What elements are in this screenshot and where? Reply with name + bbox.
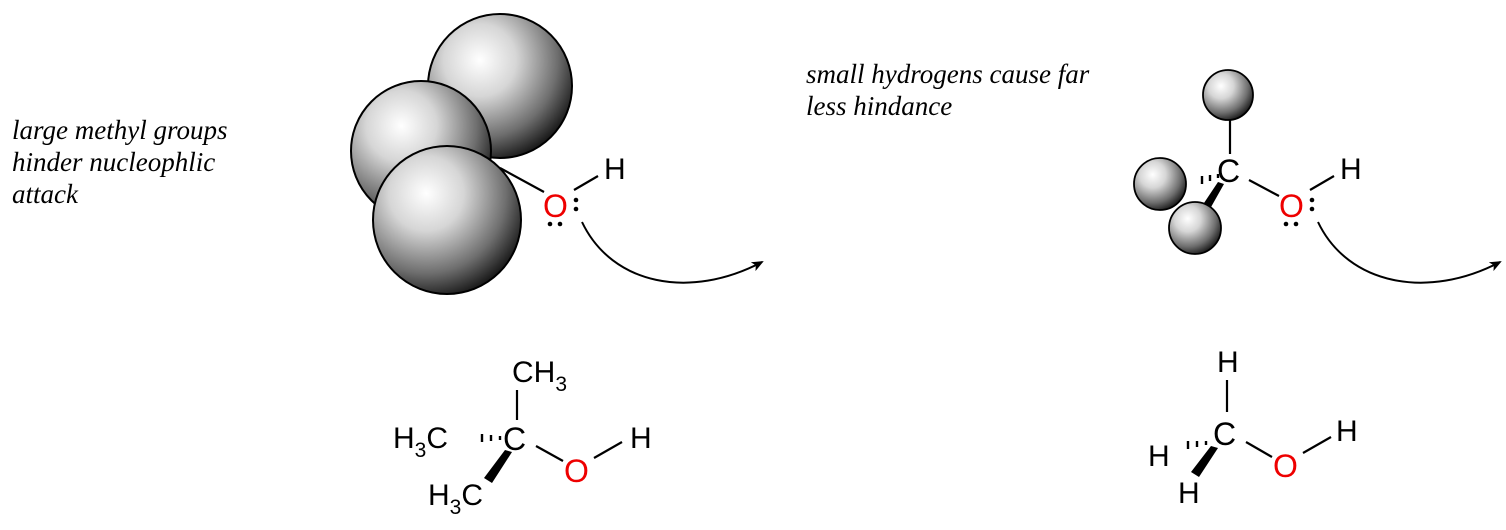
left-attack-arrow [581, 221, 764, 284]
lone-pair-dot [557, 221, 563, 227]
right-skeletal-structure: H C H H O H [1148, 346, 1358, 510]
lone-pair-dot [1309, 197, 1315, 203]
left-caption-line-2: hinder nucleophlic [12, 147, 216, 177]
methyl-ball-front [372, 145, 522, 295]
lone-pair-dot [547, 221, 553, 227]
left-caption-line-1: large methyl groups [12, 115, 228, 145]
right-skeletal-oxygen: O [1273, 448, 1298, 484]
hydrogen-ball-bottom [1168, 201, 1222, 255]
right-caption-line-1: small hydrogens cause far [806, 59, 1090, 89]
right-ball-and-stick-model: C O H [1133, 69, 1502, 284]
lone-pair-dot [1293, 221, 1299, 227]
left-skeletal-wedge-bond [484, 450, 512, 483]
lone-pair-dot [573, 206, 579, 212]
right-skeletal-c-o-bond [1245, 441, 1273, 458]
right-attack-arrow [1317, 221, 1502, 284]
left-skeletal-o-h-bond [593, 441, 623, 459]
right-caption-line-2: less hindance [806, 91, 953, 121]
right-skeletal-hydrogen: H [1336, 415, 1358, 448]
left-caption-line-3: attack [12, 179, 78, 209]
lone-pair-dot [1309, 206, 1315, 212]
right-lone-pairs [1283, 197, 1315, 227]
left-lone-pairs [547, 197, 579, 227]
right-skeletal-o-h-bond [1302, 436, 1332, 454]
left-skeletal-structure: CH3 H3C C H3C O H [393, 356, 652, 519]
hydrogen-ball-left [1133, 157, 1187, 211]
left-top-methyl: CH3 [512, 356, 567, 396]
right-skeletal-wedge-bond [1191, 446, 1218, 477]
left-bottom-methyl: H3C [428, 479, 483, 519]
left-skeletal-hashed-bond [480, 434, 502, 442]
lone-pair-dot [573, 197, 579, 203]
left-hydrogen-label: H [604, 153, 626, 186]
left-caption: large methyl groups hinder nucleophlic a… [12, 114, 227, 210]
left-oxygen-label: O [543, 188, 568, 224]
left-c-o-bond [499, 167, 545, 193]
right-c-o-bond [1248, 179, 1280, 197]
left-o-h-bond [573, 175, 599, 191]
right-caption: small hydrogens cause far less hindance [806, 58, 1089, 122]
right-hydrogen-label: H [1340, 153, 1362, 186]
right-hashed-bond [1200, 174, 1220, 184]
right-skeletal-hashed-bond [1186, 441, 1208, 449]
right-o-h-bond [1309, 175, 1335, 191]
left-left-methyl: H3C [393, 422, 448, 462]
right-skeletal-bottom-h: H [1178, 477, 1200, 510]
right-skeletal-left-h: H [1148, 440, 1170, 473]
left-skeletal-oxygen: O [564, 453, 589, 489]
right-skeletal-carbon: C [1213, 416, 1236, 452]
right-carbon-label: C [1217, 153, 1240, 189]
lone-pair-dot [1283, 221, 1289, 227]
left-space-filling-model: O H [350, 13, 764, 295]
right-oxygen-label: O [1279, 188, 1304, 224]
hydrogen-ball-top [1202, 69, 1254, 121]
left-skeletal-c-o-bond [535, 445, 564, 462]
left-skeletal-hydrogen: H [630, 422, 652, 455]
left-skeletal-carbon: C [503, 421, 526, 457]
right-skeletal-top-h: H [1217, 346, 1239, 379]
